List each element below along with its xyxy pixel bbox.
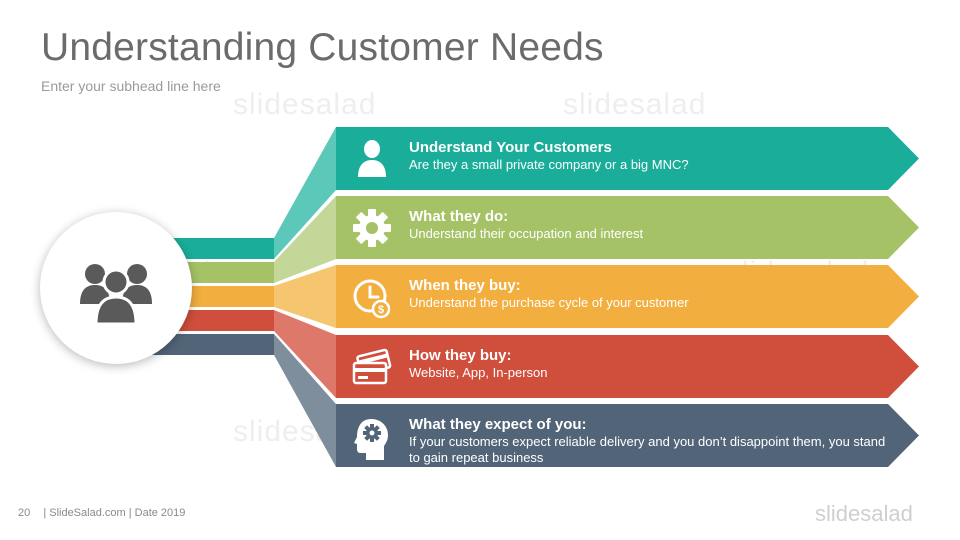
arrow-band-3 — [336, 265, 919, 328]
watermark: slidesalad — [233, 88, 377, 121]
fan-connector-5 — [274, 334, 336, 467]
footer: 20 | SlideSalad.com | Date 2019 — [18, 507, 185, 519]
gear-icon — [350, 208, 394, 248]
arrow-band-5 — [336, 404, 919, 467]
list-item: How they buy: Website, App, In-person — [336, 335, 920, 398]
connector-stripe-5 — [150, 334, 274, 355]
footer-text: | SlideSalad.com | Date 2019 — [43, 507, 186, 519]
item-heading: Understand Your Customers — [409, 139, 612, 156]
item-heading: How they buy: — [409, 347, 512, 364]
fan-connector-4 — [274, 310, 336, 398]
item-description: Website, App, In-person — [409, 365, 548, 380]
clock-dollar-icon: $ — [350, 277, 394, 319]
head-gear-icon — [350, 416, 394, 460]
brand-logo: slidesalad — [815, 501, 913, 526]
list-item: Understand Your Customers Are they a sma… — [336, 127, 920, 190]
item-heading: What they do: — [409, 208, 509, 225]
list-item: What they expect of you: If your custome… — [336, 404, 920, 467]
fan-connector-3 — [274, 265, 336, 328]
page-number: 20 — [18, 507, 31, 519]
arrow-band-2 — [336, 196, 919, 259]
fan-connector-1 — [274, 127, 336, 259]
list-item: What they do: Understand their occupatio… — [336, 196, 920, 259]
item-description: Are they a small private company or a bi… — [409, 157, 689, 172]
user-icon — [350, 139, 394, 179]
arrow-band-4 — [336, 335, 919, 398]
slide-subhead: Enter your subhead line here — [41, 78, 221, 94]
watermark: slidesalad — [563, 88, 707, 121]
item-description: Understand the purchase cycle of your cu… — [409, 295, 689, 310]
fan-connector-2 — [274, 196, 336, 283]
list-item: $ When they buy: Understand the purchase… — [336, 265, 920, 328]
slide-title: Understanding Customer Needs — [41, 26, 604, 69]
hub-circle — [40, 212, 192, 364]
item-heading: What they expect of you: — [409, 416, 587, 433]
user-group-icon — [80, 258, 152, 331]
item-description: Understand their occupation and interest — [409, 226, 644, 241]
arrow-band-1 — [336, 127, 919, 190]
item-heading: When they buy: — [409, 277, 521, 294]
credit-cards-icon — [350, 347, 394, 387]
item-description: If your customers expect reliable delive… — [409, 434, 886, 465]
svg-text:$: $ — [378, 304, 384, 316]
